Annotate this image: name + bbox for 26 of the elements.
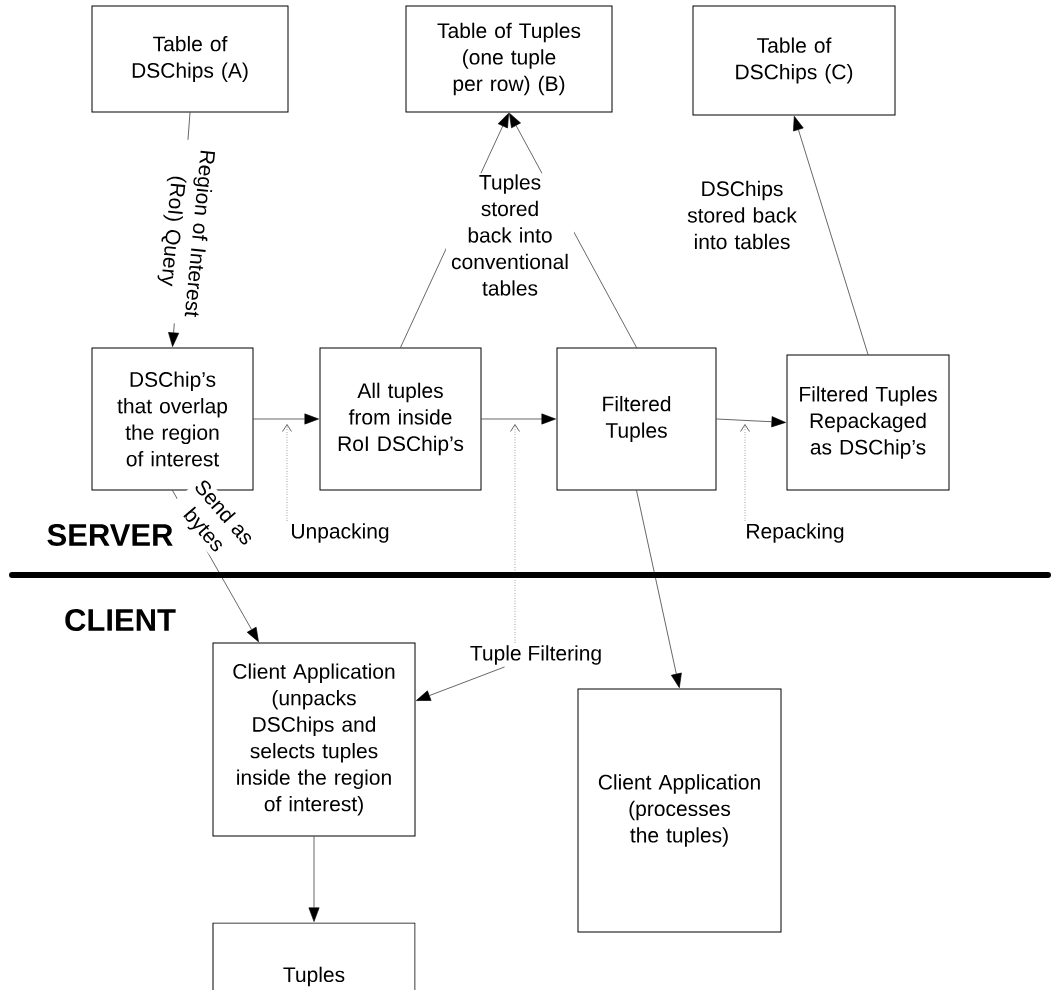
section-label: CLIENT <box>65 609 176 631</box>
arrow <box>253 413 319 425</box>
arrow <box>793 116 869 355</box>
arrow <box>636 490 682 688</box>
edge-label: Region of Interest (RoI) Query <box>152 138 218 326</box>
process-box: All tuples from inside RoI DSChip’s <box>319 347 482 491</box>
annotation-text: Repacking <box>747 523 844 543</box>
annotation-text: Tuple Filtering <box>470 645 601 665</box>
edge-label: Tuples stored back into conventional tables <box>446 173 574 297</box>
arrow <box>416 666 505 701</box>
output-box: Tuples <box>212 922 416 990</box>
leader-line <box>510 424 520 644</box>
arrow <box>481 413 556 425</box>
process-box: Filtered Tuples Repackaged as DSChip’s <box>786 354 950 491</box>
table-box: Table of DSChips (A) <box>91 5 289 113</box>
arrow <box>308 836 320 922</box>
annotation-text: Unpacking <box>292 523 389 543</box>
arrow <box>716 416 786 428</box>
application-box: Client Application (unpacks DSChips and selects tuples inside the region of interest) <box>212 642 416 837</box>
process-box: Filtered Tuples <box>556 347 717 491</box>
table-box: Table of DSChips (C) <box>692 5 896 116</box>
leader-line <box>282 424 292 522</box>
edge-label: DSChips stored back into tables <box>682 179 802 251</box>
table-box: Table of Tuples (one tuple per row) (B) <box>405 5 613 113</box>
leader-line <box>740 424 750 522</box>
application-box: Client Application (processes the tuples) <box>577 688 782 933</box>
